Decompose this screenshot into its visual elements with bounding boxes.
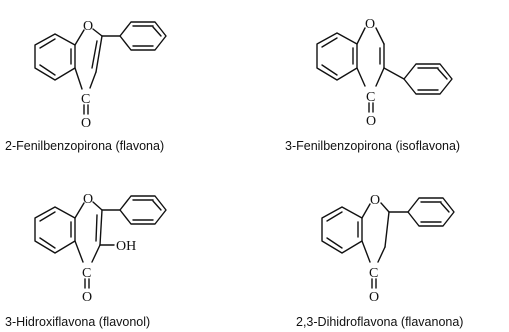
aromatic-inner-bond (152, 200, 162, 211)
phenyl-ring-b (119, 21, 167, 51)
structure-isoflavona: O C O 3-Fenilbenzopirona (isoflavona) (285, 17, 460, 153)
bond-c4-c4a (361, 240, 371, 263)
bond-c2-c3 (99, 209, 103, 246)
bond-c3-c4 (375, 67, 385, 87)
atom-hydroxyl: OH (116, 239, 136, 254)
structure-flavonol: O OH C O 3-Hidroxiflavona (flavonol) (5, 192, 167, 329)
aromatic-inner-bond (152, 26, 162, 37)
aromatic-inner-bond (321, 37, 338, 48)
atom-carbonyl-carbon: C (82, 266, 91, 281)
bond-o1-c2 (92, 201, 103, 211)
double-bond-c2-c3 (95, 214, 98, 242)
benzene-ring-a (316, 32, 358, 81)
bond-c8a-o1 (74, 202, 85, 219)
bond-c3-c4 (91, 244, 101, 263)
caption-flavona: 2-Fenilbenzopirona (flavona) (5, 139, 164, 153)
bond-c3-phenyl (383, 67, 405, 80)
structure-flavona: O C O 2-Fenilbenzopirona (flavona) (5, 19, 167, 153)
bond-o1-c2 (380, 202, 390, 213)
bond-c2-c3 (95, 35, 103, 73)
atom-carbonyl-carbon: C (81, 92, 90, 107)
atom-carbonyl-oxygen: O (82, 290, 92, 305)
atom-carbonyl-carbon: C (366, 90, 375, 105)
aromatic-inner-bond (39, 237, 56, 249)
bond-c3-c4 (377, 246, 386, 263)
bond-c2-c3 (384, 211, 390, 248)
bond-o1-c2 (92, 28, 103, 37)
atom-ring-oxygen: O (365, 17, 375, 32)
atom-carbonyl-oxygen: O (81, 116, 91, 131)
aromatic-inner-bond (39, 38, 56, 49)
benzene-ring-a (321, 206, 363, 254)
aromatic-inner-bond (326, 211, 343, 222)
phenyl-ring-b (119, 195, 167, 225)
aromatic-inner-bond (437, 68, 448, 80)
caption-isoflavona: 3-Fenilbenzopirona (isoflavona) (285, 139, 460, 153)
aromatic-inner-bond (326, 237, 343, 249)
atom-carbonyl-oxygen: O (366, 114, 376, 129)
aromatic-inner-bond (440, 202, 450, 213)
atom-ring-oxygen: O (83, 192, 93, 207)
caption-flavanona: 2,3-Dihidroflavona (flavanona) (296, 315, 463, 329)
aromatic-inner-bond (39, 211, 56, 222)
atom-ring-oxygen: O (370, 193, 380, 208)
bond-o1-c2 (375, 27, 385, 45)
double-bond-c2-c3 (91, 40, 98, 69)
bond-c8a-o1 (356, 27, 366, 45)
benzene-ring-a (34, 206, 76, 254)
bond-c4-c4a (74, 67, 83, 90)
bond-c3-c4 (89, 71, 97, 89)
structure-flavanona: O C O 2,3-Dihidroflavona (flavanona) (296, 193, 463, 329)
bond-c4-c4a (356, 67, 366, 87)
atom-carbonyl-carbon: C (369, 266, 378, 281)
bond-c8a-o1 (361, 203, 371, 219)
aromatic-inner-bond (39, 64, 56, 76)
aromatic-inner-bond (321, 64, 338, 76)
atom-ring-oxygen: O (83, 19, 93, 34)
atom-carbonyl-oxygen: O (369, 290, 379, 305)
bond-c4-c4a (74, 240, 84, 263)
caption-flavonol: 3-Hidroxiflavona (flavonol) (5, 315, 150, 329)
bond-c8a-o1 (74, 29, 85, 46)
phenyl-ring-b (407, 197, 455, 227)
benzene-ring-a (34, 33, 76, 81)
phenyl-ring-b (403, 63, 453, 95)
